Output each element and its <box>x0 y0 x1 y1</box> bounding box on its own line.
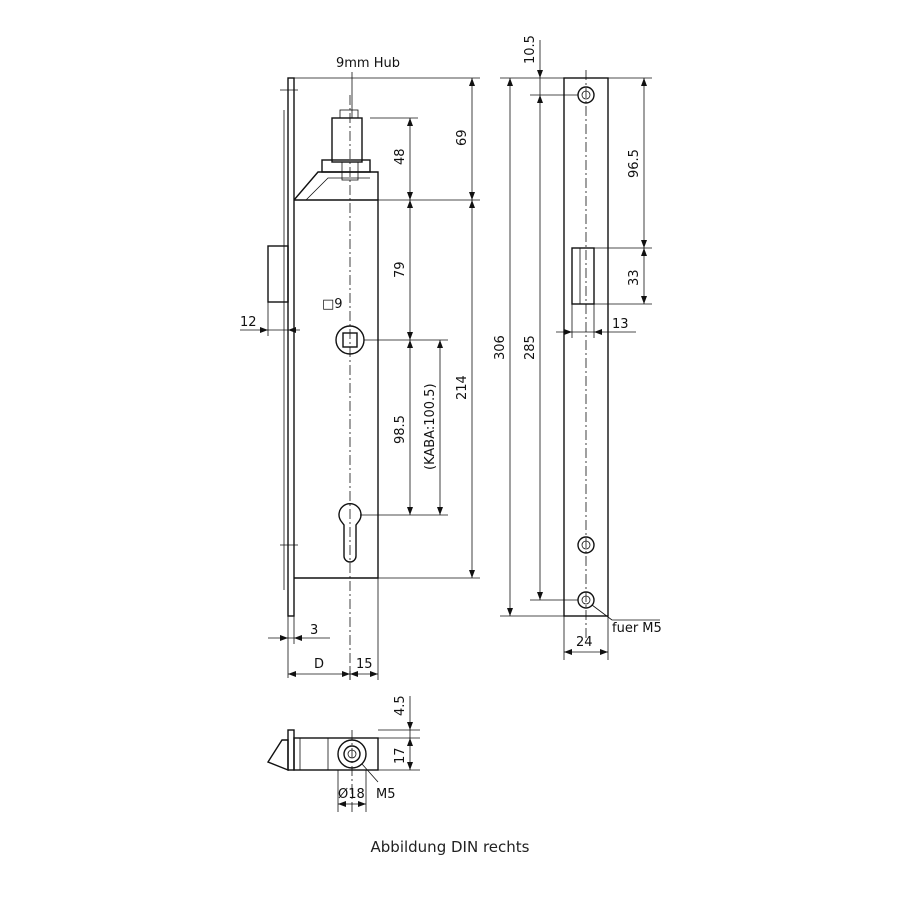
lock-top-view <box>266 696 420 812</box>
faceplate <box>287 77 295 617</box>
label-m5: M5 <box>376 787 396 802</box>
dimensions-main <box>240 72 480 680</box>
lock-case <box>294 199 379 579</box>
label-96-5: 96.5 <box>627 149 642 178</box>
lock-body-front-view <box>267 77 379 680</box>
faceplate-side-view <box>563 70 609 640</box>
latch-bolt <box>267 245 289 303</box>
label-285: 285 <box>523 335 538 360</box>
label-4-5: 4.5 <box>393 695 408 716</box>
dimensions-side <box>500 40 660 660</box>
label-square: □9 <box>322 297 343 312</box>
label-24: 24 <box>576 635 593 650</box>
cylinder-cutout <box>338 502 362 563</box>
label-98-5: 98.5 <box>393 415 408 444</box>
hub-bolt <box>331 117 363 163</box>
label-79: 79 <box>393 261 408 278</box>
label-kaba: (KABA:100.5) <box>423 383 438 470</box>
label-d: D <box>314 657 324 672</box>
screw-hole-middle <box>577 536 595 554</box>
label-3: 3 <box>310 623 318 638</box>
label-306: 306 <box>493 335 508 360</box>
label-fuer-m5: fuer M5 <box>612 621 662 636</box>
label-o18: Ø18 <box>338 787 365 802</box>
label-17: 17 <box>393 747 408 764</box>
label-12: 12 <box>240 315 257 330</box>
label-13: 13 <box>612 317 629 332</box>
label-hub: 9mm Hub <box>336 56 400 71</box>
label-15: 15 <box>356 657 373 672</box>
top-view-body <box>293 737 379 771</box>
label-214: 214 <box>455 375 470 400</box>
label-48: 48 <box>393 148 408 165</box>
label-69: 69 <box>455 129 470 146</box>
latch-opening <box>571 247 595 305</box>
figure-caption: Abbildung DIN rechts <box>370 838 530 856</box>
label-10-5: 10.5 <box>523 35 538 64</box>
label-33: 33 <box>627 269 642 286</box>
